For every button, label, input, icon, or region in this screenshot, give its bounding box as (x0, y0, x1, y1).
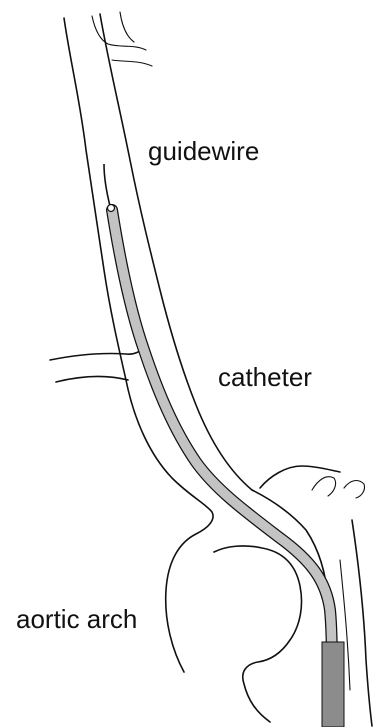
guidewire-tip (108, 205, 115, 212)
aortic-arch-outer-loop (214, 546, 302, 722)
right-wall-descending (352, 520, 372, 726)
top-branch-vessel-3 (120, 12, 134, 42)
arch-branch-right-3 (344, 481, 365, 498)
catheter-tip-segment (322, 642, 344, 727)
label-aortic-arch: aortic arch (16, 604, 137, 634)
label-catheter: catheter (218, 362, 312, 392)
top-branch-vessel-2 (112, 60, 152, 66)
side-branch-vessel (50, 346, 146, 360)
top-branch-vessel (92, 16, 146, 50)
vessel-left-wall (64, 18, 126, 380)
label-guidewire: guidewire (148, 136, 259, 166)
side-branch-vessel-lower (56, 376, 128, 382)
arch-branch-right-2 (312, 477, 336, 496)
guidewire-wire (104, 164, 110, 206)
catheter (112, 210, 344, 727)
